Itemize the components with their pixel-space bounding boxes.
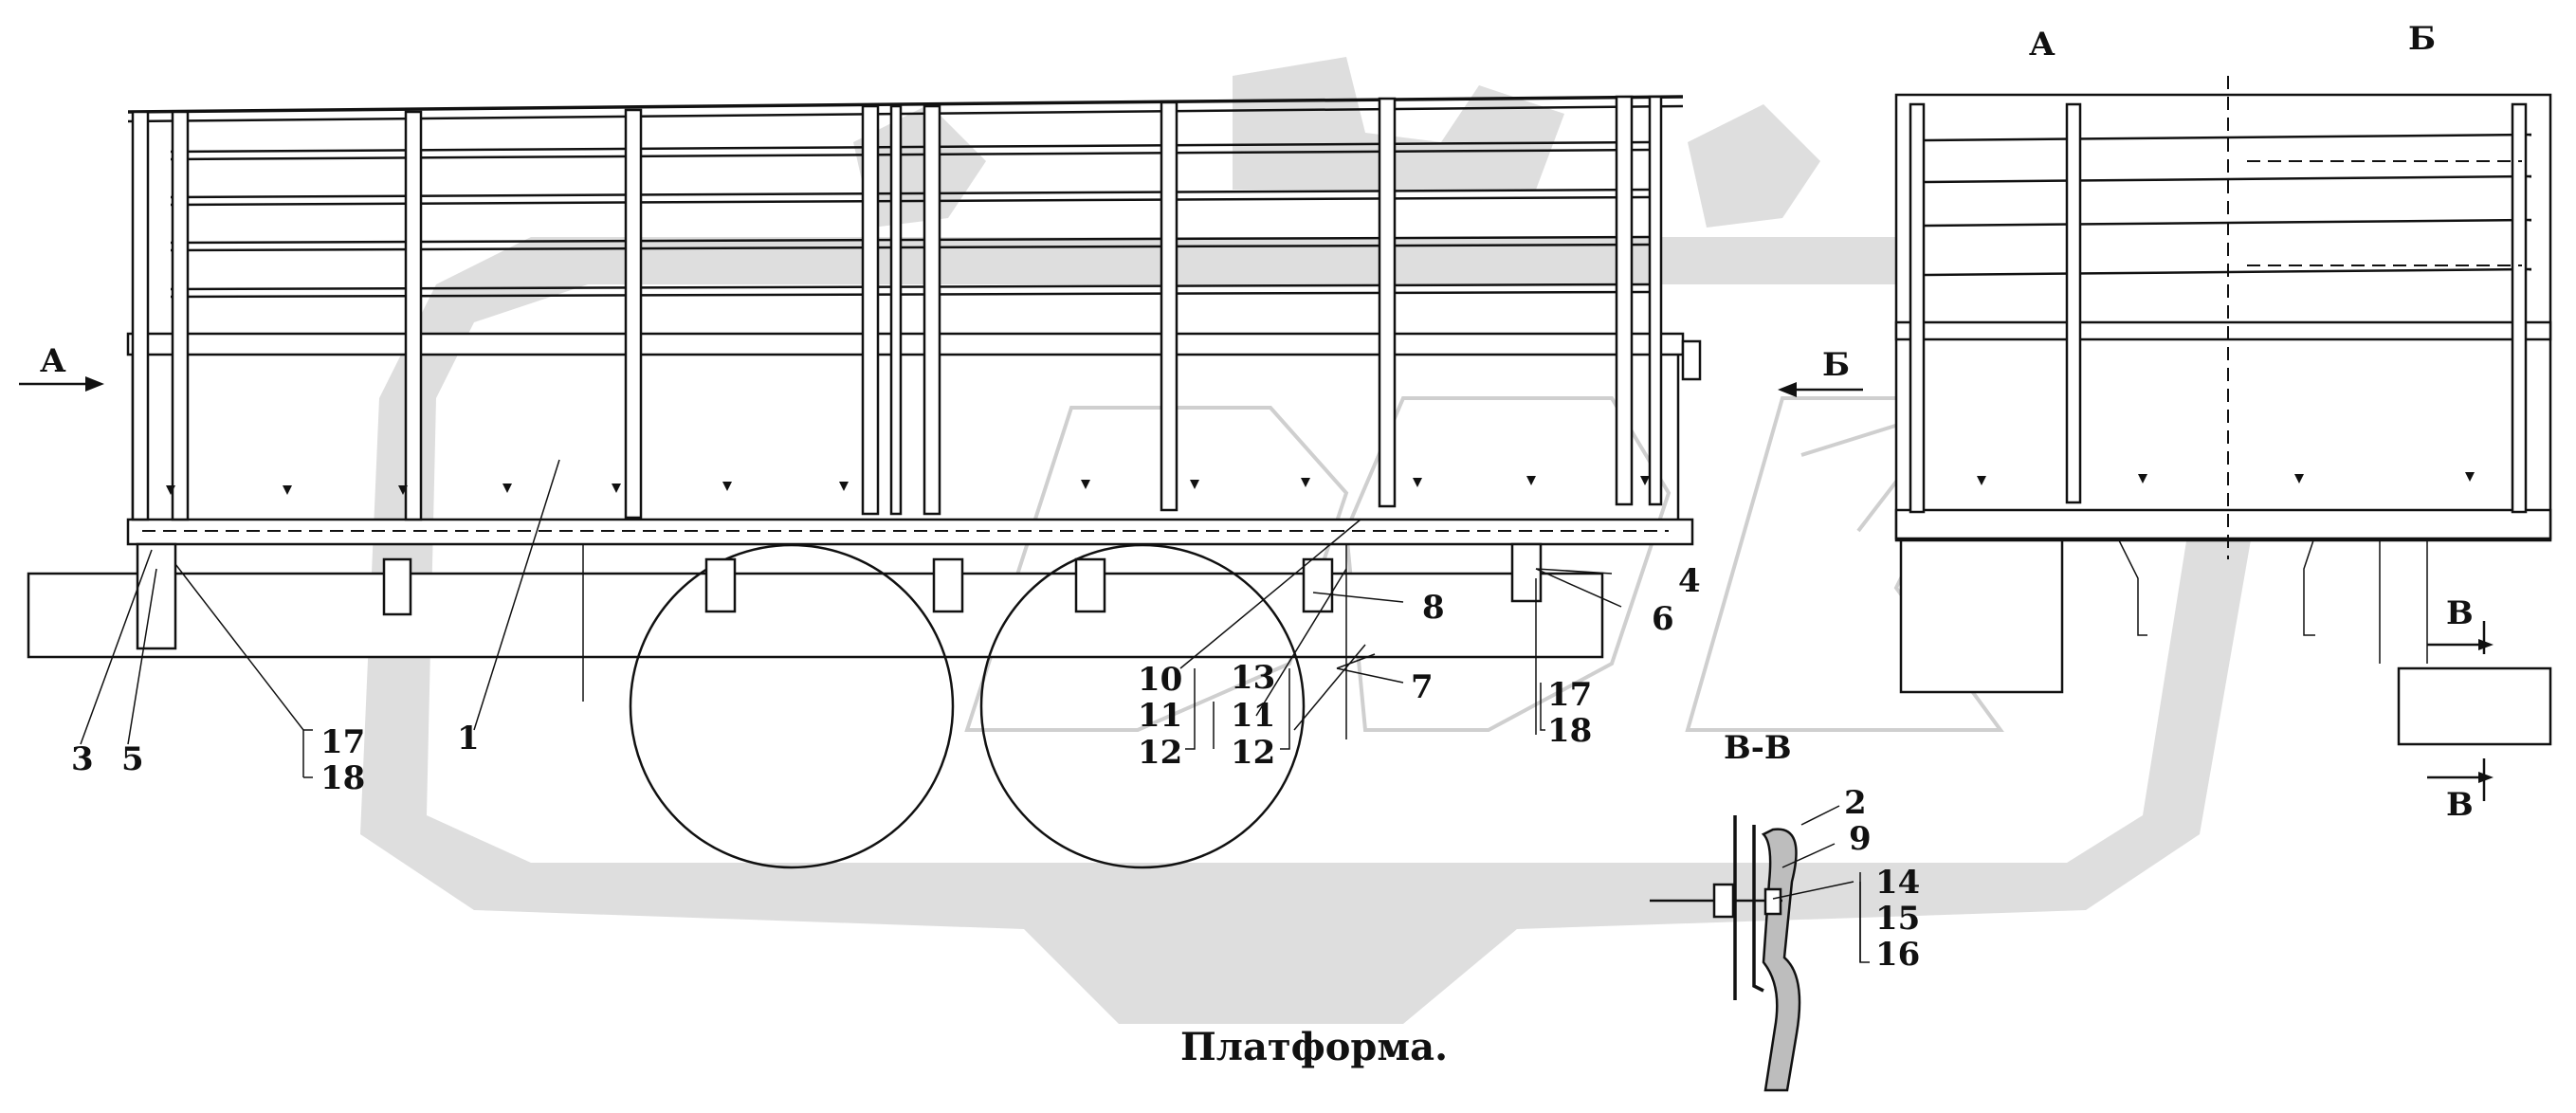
end-view [1894, 76, 2552, 746]
callout-16: 16 [1875, 936, 1920, 974]
view-arrows [19, 376, 2494, 801]
callout-4: 4 [1678, 562, 1701, 600]
callout-12b: 12 [1231, 734, 1275, 772]
board-hinge-marks [166, 476, 1650, 495]
stake-posts [131, 95, 1663, 521]
view-a-header: А [2029, 26, 2055, 64]
callout-2: 2 [1844, 784, 1867, 822]
callout-3: 3 [71, 740, 94, 778]
callout-15: 15 [1875, 900, 1920, 938]
callout-18a: 18 [320, 759, 365, 797]
callout-1: 1 [457, 720, 480, 757]
view-b-arrow-label: Б [1822, 346, 1850, 384]
callout-11b: 11 [1231, 697, 1275, 735]
floor-brackets [136, 542, 1543, 739]
callout-10: 10 [1138, 661, 1182, 699]
callout-11a: 11 [1138, 697, 1182, 735]
callout-8: 8 [1422, 589, 1445, 627]
callout-6: 6 [1652, 600, 1674, 638]
section-title: В-В [1724, 729, 1792, 767]
callout-13: 13 [1231, 659, 1275, 697]
callout-12a: 12 [1138, 734, 1182, 772]
section-mark-bottom: В [2446, 786, 2474, 824]
callout-14: 14 [1875, 864, 1920, 902]
side-view [27, 95, 1702, 869]
callout-7: 7 [1411, 668, 1434, 706]
view-b-header: Б [2408, 20, 2436, 58]
callout-17a: 17 [320, 723, 365, 761]
callout-18b: 18 [1547, 712, 1592, 750]
callout-5: 5 [121, 740, 144, 778]
callout-9: 9 [1849, 820, 1872, 858]
callout-brackets [1185, 668, 1870, 963]
section-mark-top: В [2446, 594, 2474, 632]
leader-lines [80, 459, 1861, 962]
callout-numbers: 1 2 3 4 5 6 7 8 9 10 11 12 13 11 12 14 1… [71, 562, 1920, 974]
view-a-arrow-label: А [40, 342, 66, 380]
callout-17b: 17 [1547, 676, 1592, 714]
view-labels: А Б А Б В В В-В [40, 20, 2474, 824]
drawing-title: Платформа. [1180, 1025, 1448, 1069]
